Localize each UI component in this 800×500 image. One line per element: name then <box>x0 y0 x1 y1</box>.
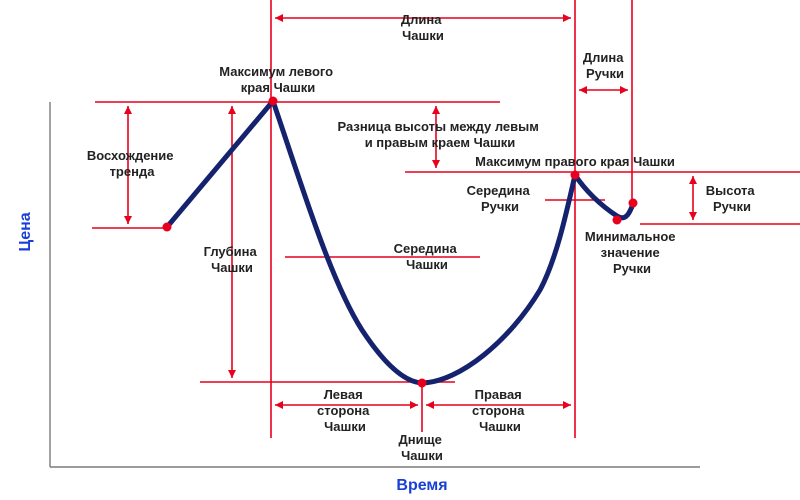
cup-mid-label: Середина Чашки <box>394 241 461 272</box>
handle-mid-label: Середина Ручки <box>467 183 534 214</box>
left-rim-max-point <box>268 96 278 106</box>
handle-min-point <box>612 215 622 225</box>
x-axis-label: Время <box>396 477 447 494</box>
trend-rise-label: Восхождение тренда <box>87 148 177 179</box>
y-axis-label: Цена <box>17 212 34 251</box>
handle-end-point <box>628 198 638 208</box>
right-side-label: Правая сторона Чашки <box>472 387 528 434</box>
left-max-label: Максимум левого края Чашки <box>219 64 336 95</box>
cup-bottom-point <box>417 378 427 388</box>
handle-height-label: Высота Ручки <box>706 183 759 214</box>
height-diff-label: Разница высоты между левым и правым крае… <box>337 119 542 150</box>
cup-bottom-label: Днище Чашки <box>399 432 446 463</box>
cup-depth-label: Глубина Чашки <box>204 244 261 275</box>
right-max-label: Максимум правого края Чашки <box>475 154 675 169</box>
annotation-lines <box>92 0 800 438</box>
price-curve <box>162 96 638 388</box>
cup-length-label: Длина Чашки <box>401 12 445 43</box>
left-side-label: Левая сторона Чашки <box>317 387 373 434</box>
annotation-labels: Длина Чашки Длина Ручки Максимум левого … <box>87 12 759 463</box>
handle-length-label: Длина Ручки <box>583 50 627 81</box>
trend-start-point <box>162 222 172 232</box>
right-rim-max-point <box>570 170 580 180</box>
axes: Цена Время <box>17 102 700 494</box>
cup-and-handle-curve <box>164 98 636 386</box>
handle-min-label: Минимальное значение Ручки <box>585 229 679 276</box>
